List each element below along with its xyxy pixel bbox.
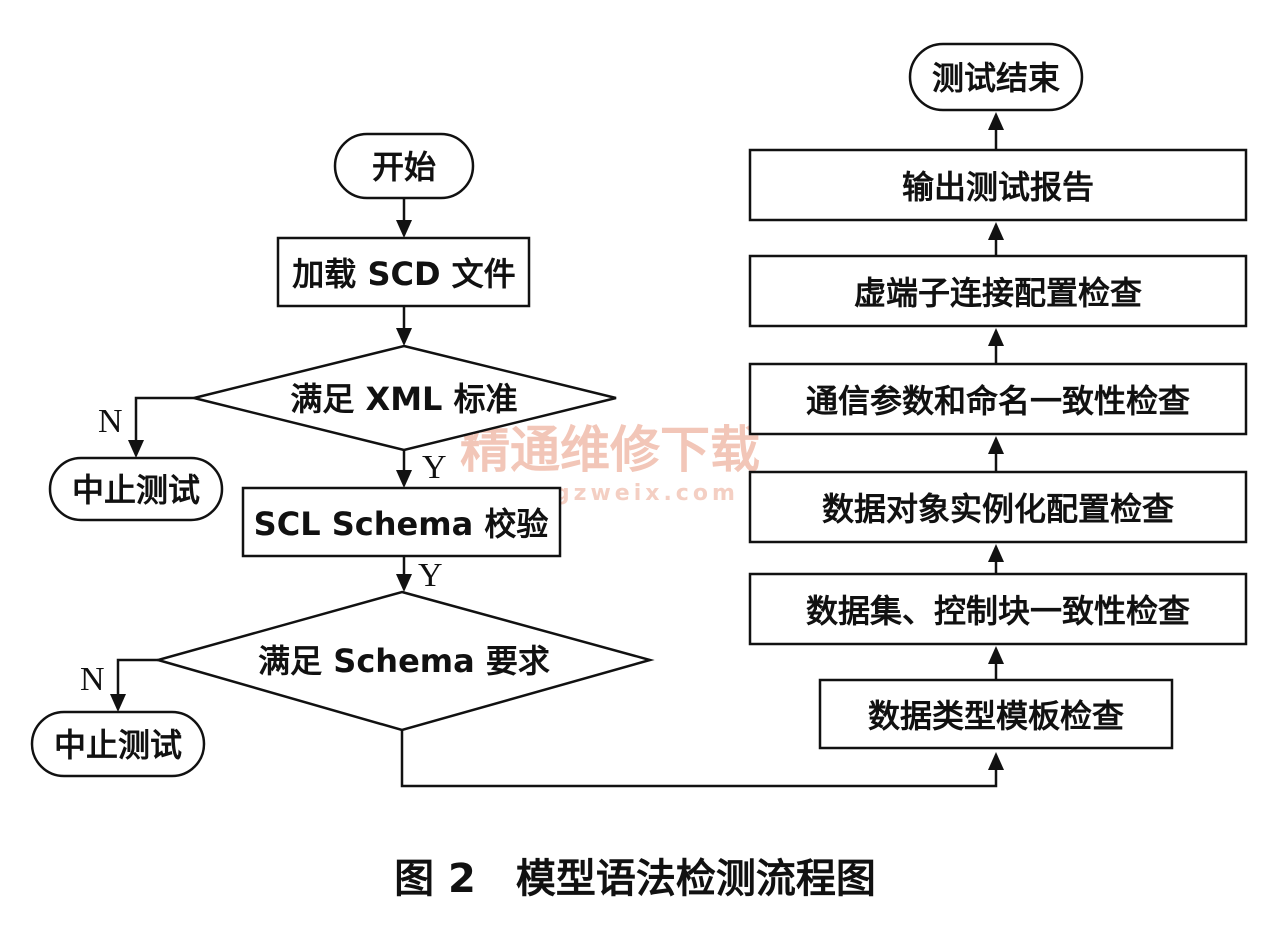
arrow-xml-no	[128, 396, 194, 458]
step-label: 数据类型模板检查	[868, 697, 1124, 735]
abort-node-2: 中止测试	[30, 710, 206, 778]
arrow-step1-to-step0	[988, 222, 1004, 256]
label-n-1: N	[98, 403, 123, 440]
load-scd-node: 加载 SCD 文件	[276, 236, 531, 308]
step-label: 数据对象实例化配置检查	[822, 490, 1174, 528]
step-label: 通信参数和命名一致性检查	[806, 382, 1190, 420]
step-data-type-template-check: 数据类型模板检查	[818, 678, 1174, 750]
label-y-2: Y	[418, 557, 443, 594]
arrow-scl-to-schema	[396, 556, 412, 592]
decision-xml-label: 满足 XML 标准	[290, 380, 517, 418]
arrow-step2-to-step1	[988, 328, 1004, 364]
label-y-1: Y	[422, 449, 447, 486]
arrow-start-to-load	[396, 198, 412, 238]
arrow-step5-to-step4	[988, 646, 1004, 680]
arrow-step4-to-step3	[988, 544, 1004, 574]
step-comm-naming-check: 通信参数和命名一致性检查	[748, 362, 1248, 436]
start-node: 开始	[333, 132, 475, 200]
arrow-schema-no	[110, 658, 158, 712]
arrow-load-to-xml	[396, 306, 412, 346]
step-output-report: 输出测试报告	[748, 148, 1248, 222]
end-label: 测试结束	[932, 59, 1060, 97]
step-data-object-check: 数据对象实例化配置检查	[748, 470, 1248, 544]
scl-schema-node: SCL Schema 校验	[241, 486, 562, 558]
abort-label-1: 中止测试	[72, 471, 200, 509]
arrow-step3-to-step2	[988, 436, 1004, 472]
decision-schema-node: 满足 Schema 要求	[153, 590, 655, 732]
end-node: 测试结束	[908, 42, 1084, 112]
step-label: 数据集、控制块一致性检查	[806, 592, 1190, 630]
figure-caption: 图 2 模型语法检测流程图	[394, 856, 876, 902]
scl-schema-label: SCL Schema 校验	[254, 505, 549, 543]
abort-label-2: 中止测试	[54, 726, 182, 764]
start-label: 开始	[372, 148, 436, 186]
step-label: 输出测试报告	[902, 168, 1094, 206]
arrow-report-to-end	[988, 112, 1004, 150]
step-label: 虚端子连接配置检查	[854, 274, 1142, 312]
watermark-text: 精通维修下载	[460, 421, 760, 479]
decision-schema-label: 满足 Schema 要求	[258, 642, 550, 680]
load-scd-label: 加载 SCD 文件	[292, 255, 515, 293]
step-virtual-terminal-check: 虚端子连接配置检查	[748, 254, 1248, 328]
abort-node-1: 中止测试	[48, 456, 224, 522]
arrow-xml-yes	[396, 450, 412, 488]
label-n-2: N	[80, 661, 105, 698]
connector-schema-to-template	[400, 730, 1004, 788]
step-dataset-control-check: 数据集、控制块一致性检查	[748, 572, 1248, 646]
